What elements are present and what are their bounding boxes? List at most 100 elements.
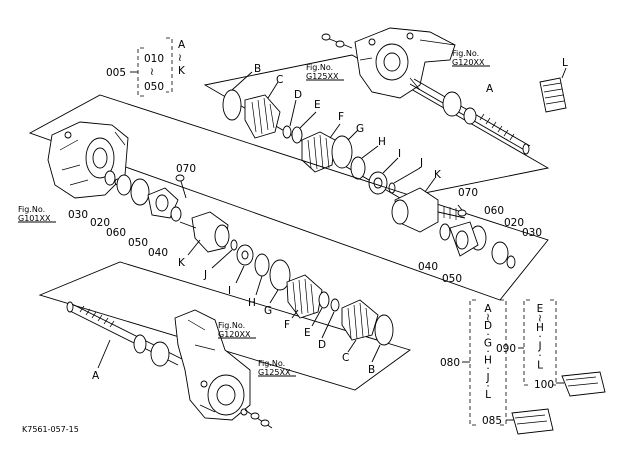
lower-assembly-frame <box>38 261 411 391</box>
upper-ring-B <box>222 89 242 121</box>
upper-label-030: 030 <box>522 227 542 239</box>
seq-090-item: E <box>537 303 544 315</box>
packet-100 <box>556 371 606 397</box>
upper-knuckle <box>354 27 456 99</box>
fig-ref-g101-1: Fig.No. <box>18 205 45 214</box>
fig-ref-g125-bottom-2: G125XX <box>258 368 291 377</box>
left-joint-K <box>179 211 230 253</box>
bracket-label-100: 100 <box>534 379 554 391</box>
bracket-letter-A: A <box>178 39 186 51</box>
lower-label-D: D <box>318 339 326 351</box>
bracket-label-085: 085 <box>482 415 502 427</box>
upper-label-C: C <box>276 74 283 86</box>
upper-boot-F <box>301 131 336 173</box>
upper-label-B: B <box>254 63 261 75</box>
center-housing-050-right <box>449 221 479 257</box>
left-label-020: 020 <box>90 217 110 229</box>
lower-label-C: C <box>342 352 349 364</box>
lower-bolts <box>244 409 273 429</box>
seq-080-item: · <box>486 346 489 358</box>
bracket-group-090 <box>518 299 557 386</box>
lower-label-H: H <box>248 297 256 309</box>
left-housing-050 <box>147 187 179 219</box>
center-bearing-020-right <box>491 241 509 265</box>
left-label-040: 040 <box>148 247 168 259</box>
seq-080-item: · <box>486 363 489 375</box>
seq-090-item: · <box>538 350 541 362</box>
upper-label-K: K <box>434 169 442 181</box>
center-snap-030-right <box>506 255 516 269</box>
fig-ref-g125-bottom-1: Fig.No. <box>258 359 285 368</box>
fig-ref-g120-bottom-2: G120XX <box>218 330 251 339</box>
fig-ref-g101-2: G101XX <box>18 214 51 223</box>
bracket-label-090: 090 <box>496 343 516 355</box>
upper-label-070: 070 <box>458 187 478 199</box>
upper-label-040: 040 <box>418 261 438 273</box>
doc-code: K7561-057-15 <box>22 425 79 434</box>
bracket-label-050: 050 <box>144 81 164 93</box>
left-seal-040 <box>170 206 182 222</box>
center-bolt-070-right <box>457 204 467 217</box>
seq-080-item: · <box>486 329 489 341</box>
lower-label-G: G <box>264 305 272 317</box>
seq-080-item: · <box>486 380 489 392</box>
bracket-label-005: 005 <box>106 67 126 79</box>
lower-ring-E <box>318 291 330 309</box>
upper-label-I: I <box>398 148 401 160</box>
fig-ref-g120-top-1: Fig.No. <box>452 49 479 58</box>
bracket-group-080 <box>462 299 507 426</box>
bracket-seq-080: A≀D·G·H·J·L <box>484 303 492 401</box>
fig-ref-g120-top-2: G120XX <box>452 58 485 67</box>
bracket-seq-090: E≀H·J·L <box>536 303 544 371</box>
lower-label-B: B <box>368 364 375 376</box>
upper-label-J: J <box>419 157 423 169</box>
seq-090-item: J <box>537 341 541 353</box>
center-assembly-frame <box>28 94 549 301</box>
upper-bolts <box>321 33 353 49</box>
bracket-label-010: 010 <box>144 53 164 65</box>
lower-label-A: A <box>92 370 100 382</box>
lower-knuckle <box>174 309 251 421</box>
upper-ring-E <box>291 126 303 144</box>
upper-label-G: G <box>356 123 364 135</box>
left-ring-030 <box>104 170 116 186</box>
upper-label-L: L <box>562 57 568 69</box>
bracket-letter-K: K <box>178 65 186 77</box>
lower-label-I: I <box>228 285 231 297</box>
lower-ring-B <box>374 314 394 346</box>
upper-boot-C <box>244 94 281 139</box>
seq-080-item: H <box>484 355 492 367</box>
lower-clip-D <box>330 298 340 312</box>
lower-boot-C <box>341 299 379 341</box>
left-label-050: 050 <box>128 237 148 249</box>
grease-packet-L <box>539 67 567 113</box>
center-joint-K-right <box>391 187 466 233</box>
left-label-030: 030 <box>68 209 88 221</box>
upper-ring-G <box>331 135 353 169</box>
left-label-070: 070 <box>176 163 196 175</box>
left-oring-060 <box>130 178 150 206</box>
upper-label-A: A <box>486 83 494 95</box>
left-gearcase <box>47 121 129 199</box>
bracket-tilde-1: ≀ <box>150 66 154 78</box>
packet-085 <box>506 408 554 435</box>
upper-clip-D <box>282 125 292 139</box>
seq-090-item: L <box>537 359 543 371</box>
upper-label-020: 020 <box>504 217 524 229</box>
upper-ring-H <box>350 156 366 180</box>
lower-shaft-A <box>66 301 183 367</box>
center-seal-040-right <box>439 223 451 241</box>
lower-boot-F <box>286 274 323 319</box>
fig-ref-g125-top-1: Fig.No. <box>306 63 333 72</box>
seq-080-item: G <box>484 337 492 349</box>
seq-080-item: D <box>484 320 492 332</box>
seq-090-item: ≀ <box>538 312 542 324</box>
center-tripod-I <box>236 244 254 266</box>
seq-080-item: ≀ <box>486 312 490 324</box>
left-bearing-020 <box>116 174 132 196</box>
center-ring-H <box>254 253 270 277</box>
center-ring-G <box>269 259 291 291</box>
upper-label-E: E <box>314 99 321 111</box>
